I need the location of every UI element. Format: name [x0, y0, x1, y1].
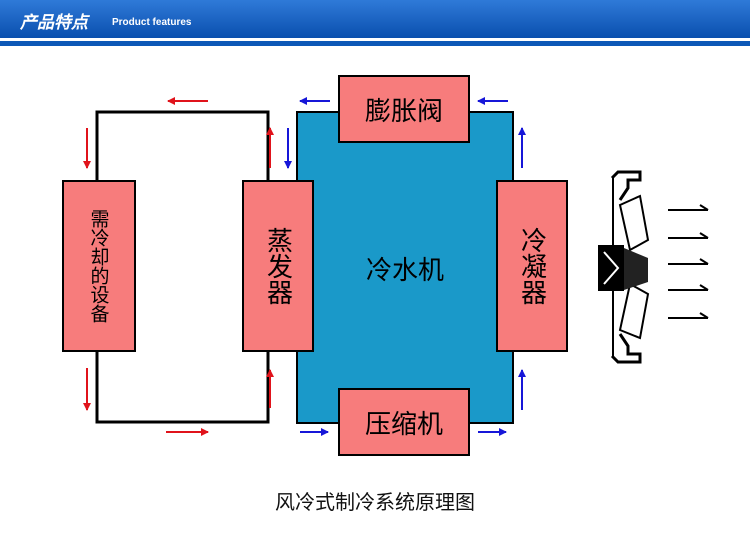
chiller-label: 冷水机 [365, 256, 444, 286]
load-label: 需冷却的设备 [87, 209, 110, 323]
compressor-label: 压缩机 [364, 409, 443, 440]
expansion-valve-label: 膨胀阀 [364, 96, 443, 127]
loop-bottom-line [95, 352, 270, 424]
expansion-valve-box: 膨胀阀 [338, 75, 470, 143]
compressor-box: 压缩机 [338, 388, 470, 456]
loop-top-line [95, 110, 270, 180]
diagram-caption: 风冷式制冷系统原理图 [275, 490, 475, 514]
header-title: 产品特点 [20, 13, 88, 33]
condenser-label: 冷凝器 [516, 227, 547, 305]
condenser-box: 冷凝器 [496, 180, 568, 352]
header-subtitle: Product features [112, 17, 192, 28]
evaporator-box: 蒸发器 [242, 180, 314, 352]
load-box: 需冷却的设备 [62, 180, 136, 352]
header-bar: 产品特点 Product features [0, 0, 750, 38]
header-divider [0, 41, 750, 46]
evaporator-label: 蒸发器 [262, 227, 293, 305]
